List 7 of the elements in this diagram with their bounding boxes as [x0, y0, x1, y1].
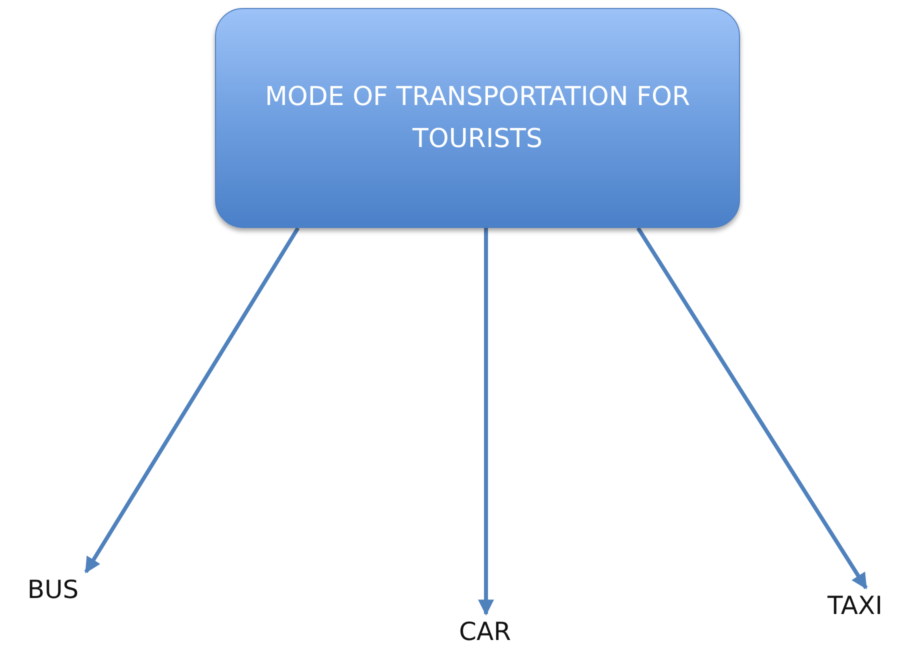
- category-label: CAR: [446, 616, 524, 648]
- category-label: TAXI: [818, 590, 892, 622]
- arrow: [84, 226, 300, 574]
- category-label: BUS: [15, 574, 91, 606]
- arrow: [636, 226, 868, 590]
- arrow: [478, 228, 494, 616]
- title-box: MODE OF TRANSPORTATION FOR TOURISTS: [215, 8, 740, 228]
